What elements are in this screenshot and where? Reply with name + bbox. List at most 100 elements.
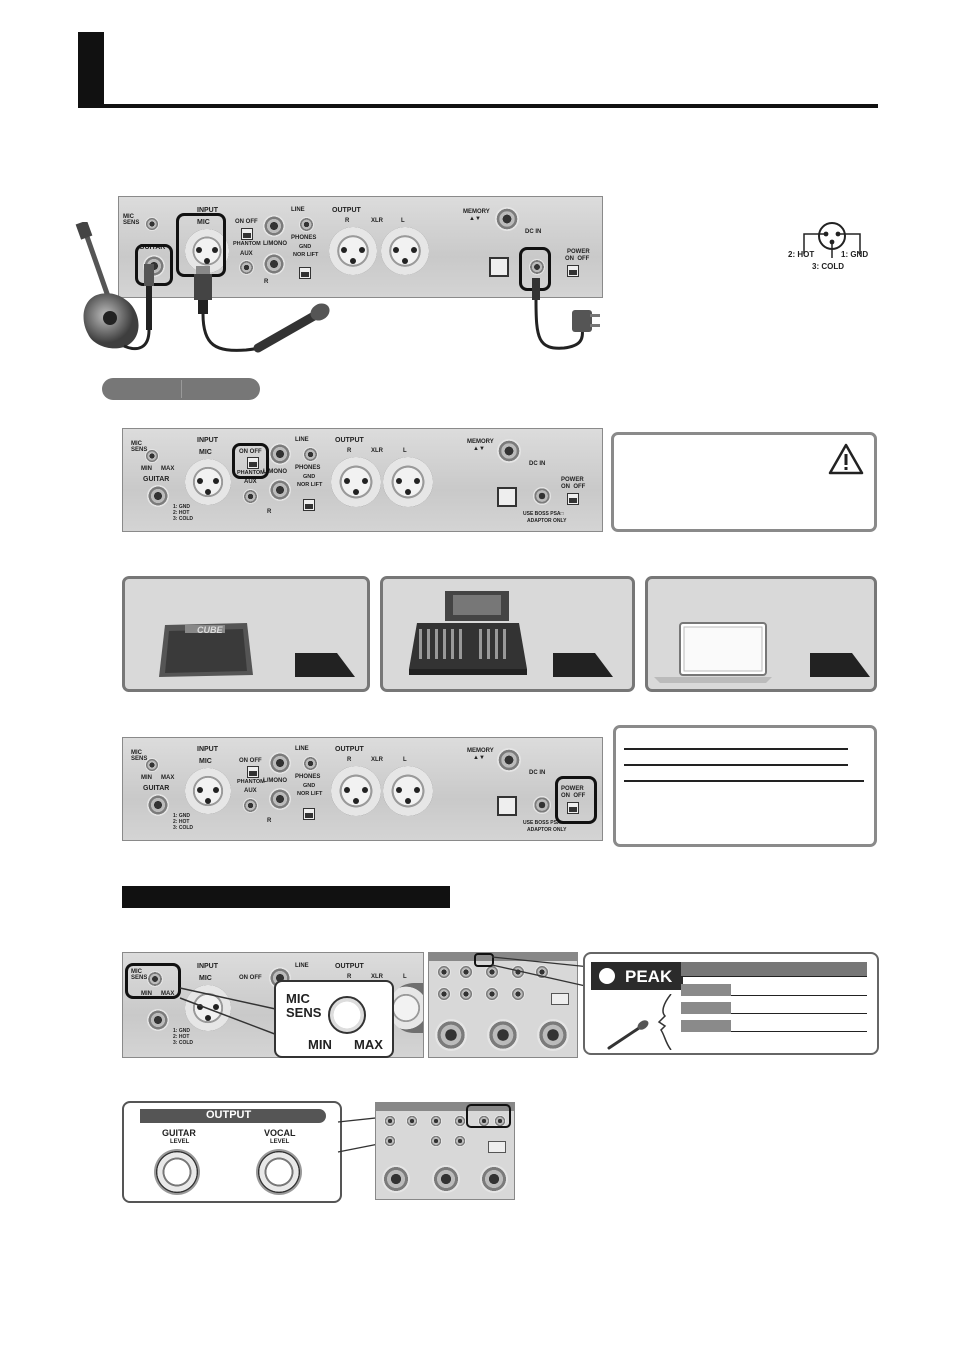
label-power: POWER xyxy=(561,786,584,792)
zoom-mic-sens-label: MIC SENS xyxy=(286,991,322,1020)
section-bar xyxy=(122,886,450,908)
label-on-off: ON OFF xyxy=(239,758,262,764)
phones-jack xyxy=(303,756,318,771)
mic-sens-knob xyxy=(145,217,159,231)
label-input: INPUT xyxy=(197,437,218,444)
label-pin-hot: 2: HOT xyxy=(173,819,190,825)
label-mic: MIC xyxy=(199,449,212,456)
label-xlr: XLR xyxy=(371,218,383,224)
label-pin-cold: 3: COLD xyxy=(173,516,193,522)
label-input: INPUT xyxy=(197,746,218,753)
top-panel-image-1 xyxy=(428,952,578,1058)
label-guitar: GUITAR xyxy=(143,476,170,483)
label-dc-in: DC IN xyxy=(529,770,546,776)
line-l-jack xyxy=(269,788,291,810)
rear-panel-phantom: MIC SENS MIN MAX GUITAR 1: GND 2: HOT 3:… xyxy=(122,428,603,532)
label-xlr-l: L xyxy=(403,757,407,763)
vocal-level-knob xyxy=(256,1149,302,1195)
output-xlr-r xyxy=(329,227,377,275)
label-l-mono: L/MONO xyxy=(263,469,287,475)
label-gnd: GND xyxy=(303,474,316,480)
label-phones: PHONES xyxy=(291,235,317,241)
label-on-off: ON OFF xyxy=(239,975,262,981)
output-title: OUTPUT xyxy=(206,1109,252,1121)
dc-in-jack xyxy=(533,796,551,814)
vocal-level-label: VOCAL xyxy=(264,1128,296,1138)
label-on-off: ON OFF xyxy=(239,449,262,455)
mic-xlr xyxy=(185,229,229,273)
arrow-right-icon xyxy=(295,653,355,677)
label-power: POWER xyxy=(567,249,590,255)
phantom-switch xyxy=(247,457,259,469)
aux-jack xyxy=(243,798,258,813)
vocal-level-sub: LEVEL xyxy=(270,1139,290,1145)
label-pin-gnd: 1: GND xyxy=(173,813,190,819)
label-r: R xyxy=(264,279,269,285)
output-xlr-l xyxy=(383,457,433,507)
highlight-level-knobs xyxy=(466,1104,511,1128)
led-icon xyxy=(599,968,615,984)
label-pin-hot: 2: HOT xyxy=(173,1034,190,1040)
destination-card-mixer xyxy=(380,576,635,692)
label-nor-lift: NOR LIFT xyxy=(297,482,323,488)
note-box xyxy=(613,725,877,847)
label-pin-cold: 3: COLD xyxy=(173,1040,193,1046)
guitar-level-knob xyxy=(154,1149,200,1195)
mic-xlr xyxy=(185,768,231,814)
label-memory: MEMORY xyxy=(467,748,494,754)
guitar-level-sub: LEVEL xyxy=(170,1139,190,1145)
label-power-on-off: ON OFF xyxy=(561,793,586,799)
label-mic: MIC xyxy=(197,219,210,226)
label-min: MIN xyxy=(141,991,152,997)
arrow-right-icon xyxy=(810,653,870,677)
output-xlr-l xyxy=(389,983,423,1033)
top-panel-image-2 xyxy=(375,1102,515,1200)
heading-rule xyxy=(78,104,878,108)
arrow-right-icon xyxy=(553,653,613,677)
pinout-hot: 2: HOT xyxy=(788,250,815,259)
label-output: OUTPUT xyxy=(335,746,364,753)
output-xlr-r xyxy=(331,457,381,507)
zoom-connector xyxy=(179,987,281,1037)
label-gnd: GND xyxy=(303,783,316,789)
usb-port xyxy=(497,796,517,816)
label-r: R xyxy=(267,509,272,515)
amp-logo: CUBE xyxy=(197,625,223,635)
ac-adaptor-image xyxy=(532,278,600,350)
level-table xyxy=(681,962,867,1040)
label-xlr-l: L xyxy=(403,448,407,454)
label-memory-arrows: ▲▼ xyxy=(473,755,485,761)
label-phantom: PHANTOM xyxy=(237,470,265,476)
phantom-switch xyxy=(241,228,253,240)
label-xlr: XLR xyxy=(371,448,383,454)
ground-lift-switch xyxy=(303,499,315,511)
output-xlr-l xyxy=(381,227,429,275)
ground-lift-switch xyxy=(299,267,311,279)
pinout-gnd: 1: GND xyxy=(841,250,869,259)
label-pin-cold: 3: COLD xyxy=(173,825,193,831)
note-line xyxy=(624,764,848,766)
microphone-with-cable xyxy=(194,266,330,353)
label-pin-gnd: 1: GND xyxy=(173,504,190,510)
power-switch xyxy=(567,802,579,814)
power-switch xyxy=(567,265,579,277)
usb-port xyxy=(489,257,509,277)
usb-port xyxy=(497,487,517,507)
label-xlr: XLR xyxy=(371,757,383,763)
memory-jack xyxy=(497,439,521,463)
zoom-max-label: MAX xyxy=(354,1037,383,1052)
label-dc-in: DC IN xyxy=(525,229,542,235)
section-pill xyxy=(102,378,260,400)
highlight-power-switch xyxy=(555,776,597,824)
laptop-icon xyxy=(654,622,772,683)
label-input: INPUT xyxy=(197,963,218,970)
aux-jack xyxy=(243,489,258,504)
rear-panel-power: MIC SENS MIN MAX GUITAR 1: GND 2: HOT 3:… xyxy=(122,737,603,841)
destination-card-computer xyxy=(645,576,877,692)
highlight-phantom-switch xyxy=(232,443,269,479)
phantom-switch xyxy=(247,766,259,778)
label-xlr: XLR xyxy=(371,974,383,980)
label-aux: AUX xyxy=(240,251,253,257)
label-memory: MEMORY xyxy=(463,209,490,215)
line-l-jack xyxy=(269,479,291,501)
